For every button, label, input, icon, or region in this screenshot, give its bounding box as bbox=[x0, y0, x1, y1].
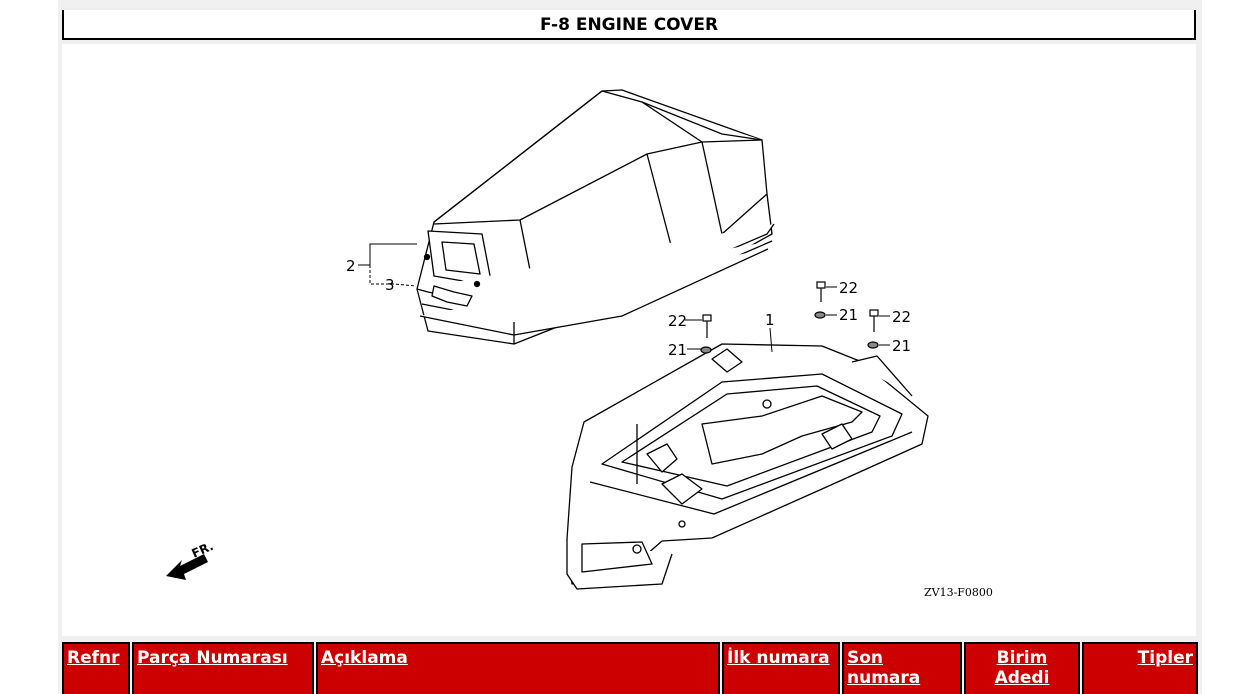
callout-21-left: 21 bbox=[668, 341, 687, 359]
lower-cover-drawing bbox=[566, 343, 929, 590]
col-types[interactable]: Tipler bbox=[1082, 642, 1198, 694]
col-unit-qty[interactable]: Birim Adedi bbox=[964, 642, 1080, 694]
diagram-code: ZV13-F0800 bbox=[924, 586, 993, 599]
callout-22-left: 22 bbox=[668, 312, 687, 330]
front-arrow-icon: FR. bbox=[166, 539, 216, 580]
page-title: F-8 ENGINE COVER bbox=[62, 10, 1196, 40]
col-refnr[interactable]: Refnr bbox=[62, 642, 130, 694]
leader-lines bbox=[358, 243, 890, 353]
callout-22-right: 22 bbox=[892, 308, 911, 326]
callout-22-top: 22 bbox=[839, 279, 858, 297]
parts-table-header: Refnr Parça Numarası Açıklama İlk numara… bbox=[62, 642, 1198, 694]
callout-21-top: 21 bbox=[839, 306, 858, 324]
col-description[interactable]: Açıklama bbox=[316, 642, 720, 694]
callout-2: 2 bbox=[346, 257, 356, 275]
fastener-drawings bbox=[700, 281, 879, 354]
callout-3: 3 bbox=[385, 276, 395, 294]
upper-cover-drawing bbox=[416, 89, 775, 345]
col-last-number[interactable]: Son numara bbox=[842, 642, 962, 694]
engine-cover-illustration: 2 3 1 22 21 22 21 22 21 FR. ZV13-F0800 bbox=[166, 89, 993, 599]
callout-21-right: 21 bbox=[892, 337, 911, 355]
parts-diagram: 2 3 1 22 21 22 21 22 21 FR. ZV13-F0800 bbox=[62, 44, 1196, 636]
front-direction-label: FR. bbox=[190, 539, 216, 561]
col-first-number[interactable]: İlk numara bbox=[722, 642, 840, 694]
callout-1: 1 bbox=[765, 311, 775, 329]
col-part-number[interactable]: Parça Numarası bbox=[132, 642, 314, 694]
